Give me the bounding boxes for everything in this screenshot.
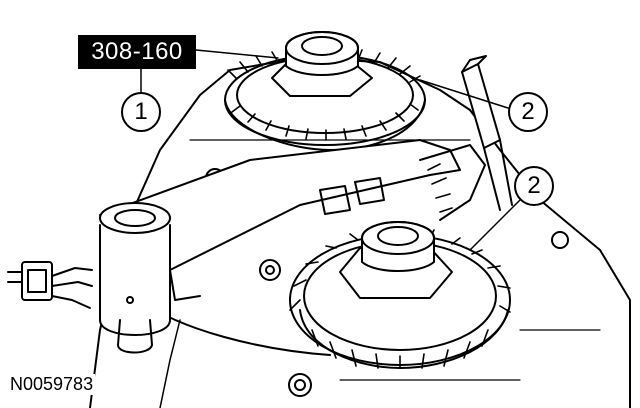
tool-number-label: 308-160 xyxy=(78,35,196,69)
wire-connector xyxy=(7,261,93,309)
holding-tool-308-160 xyxy=(99,139,461,354)
leader-lines xyxy=(140,49,521,251)
lower-helical-gear xyxy=(289,221,511,369)
upper-gear-assembly xyxy=(224,31,426,151)
callout-2-lower: 2 xyxy=(514,166,554,206)
shift-rod xyxy=(461,55,513,211)
intermediate-gear-teeth xyxy=(419,144,486,221)
figure-code: N0059783 xyxy=(8,374,96,395)
callout-1: 1 xyxy=(121,92,161,132)
callout-2-upper: 2 xyxy=(508,92,548,132)
